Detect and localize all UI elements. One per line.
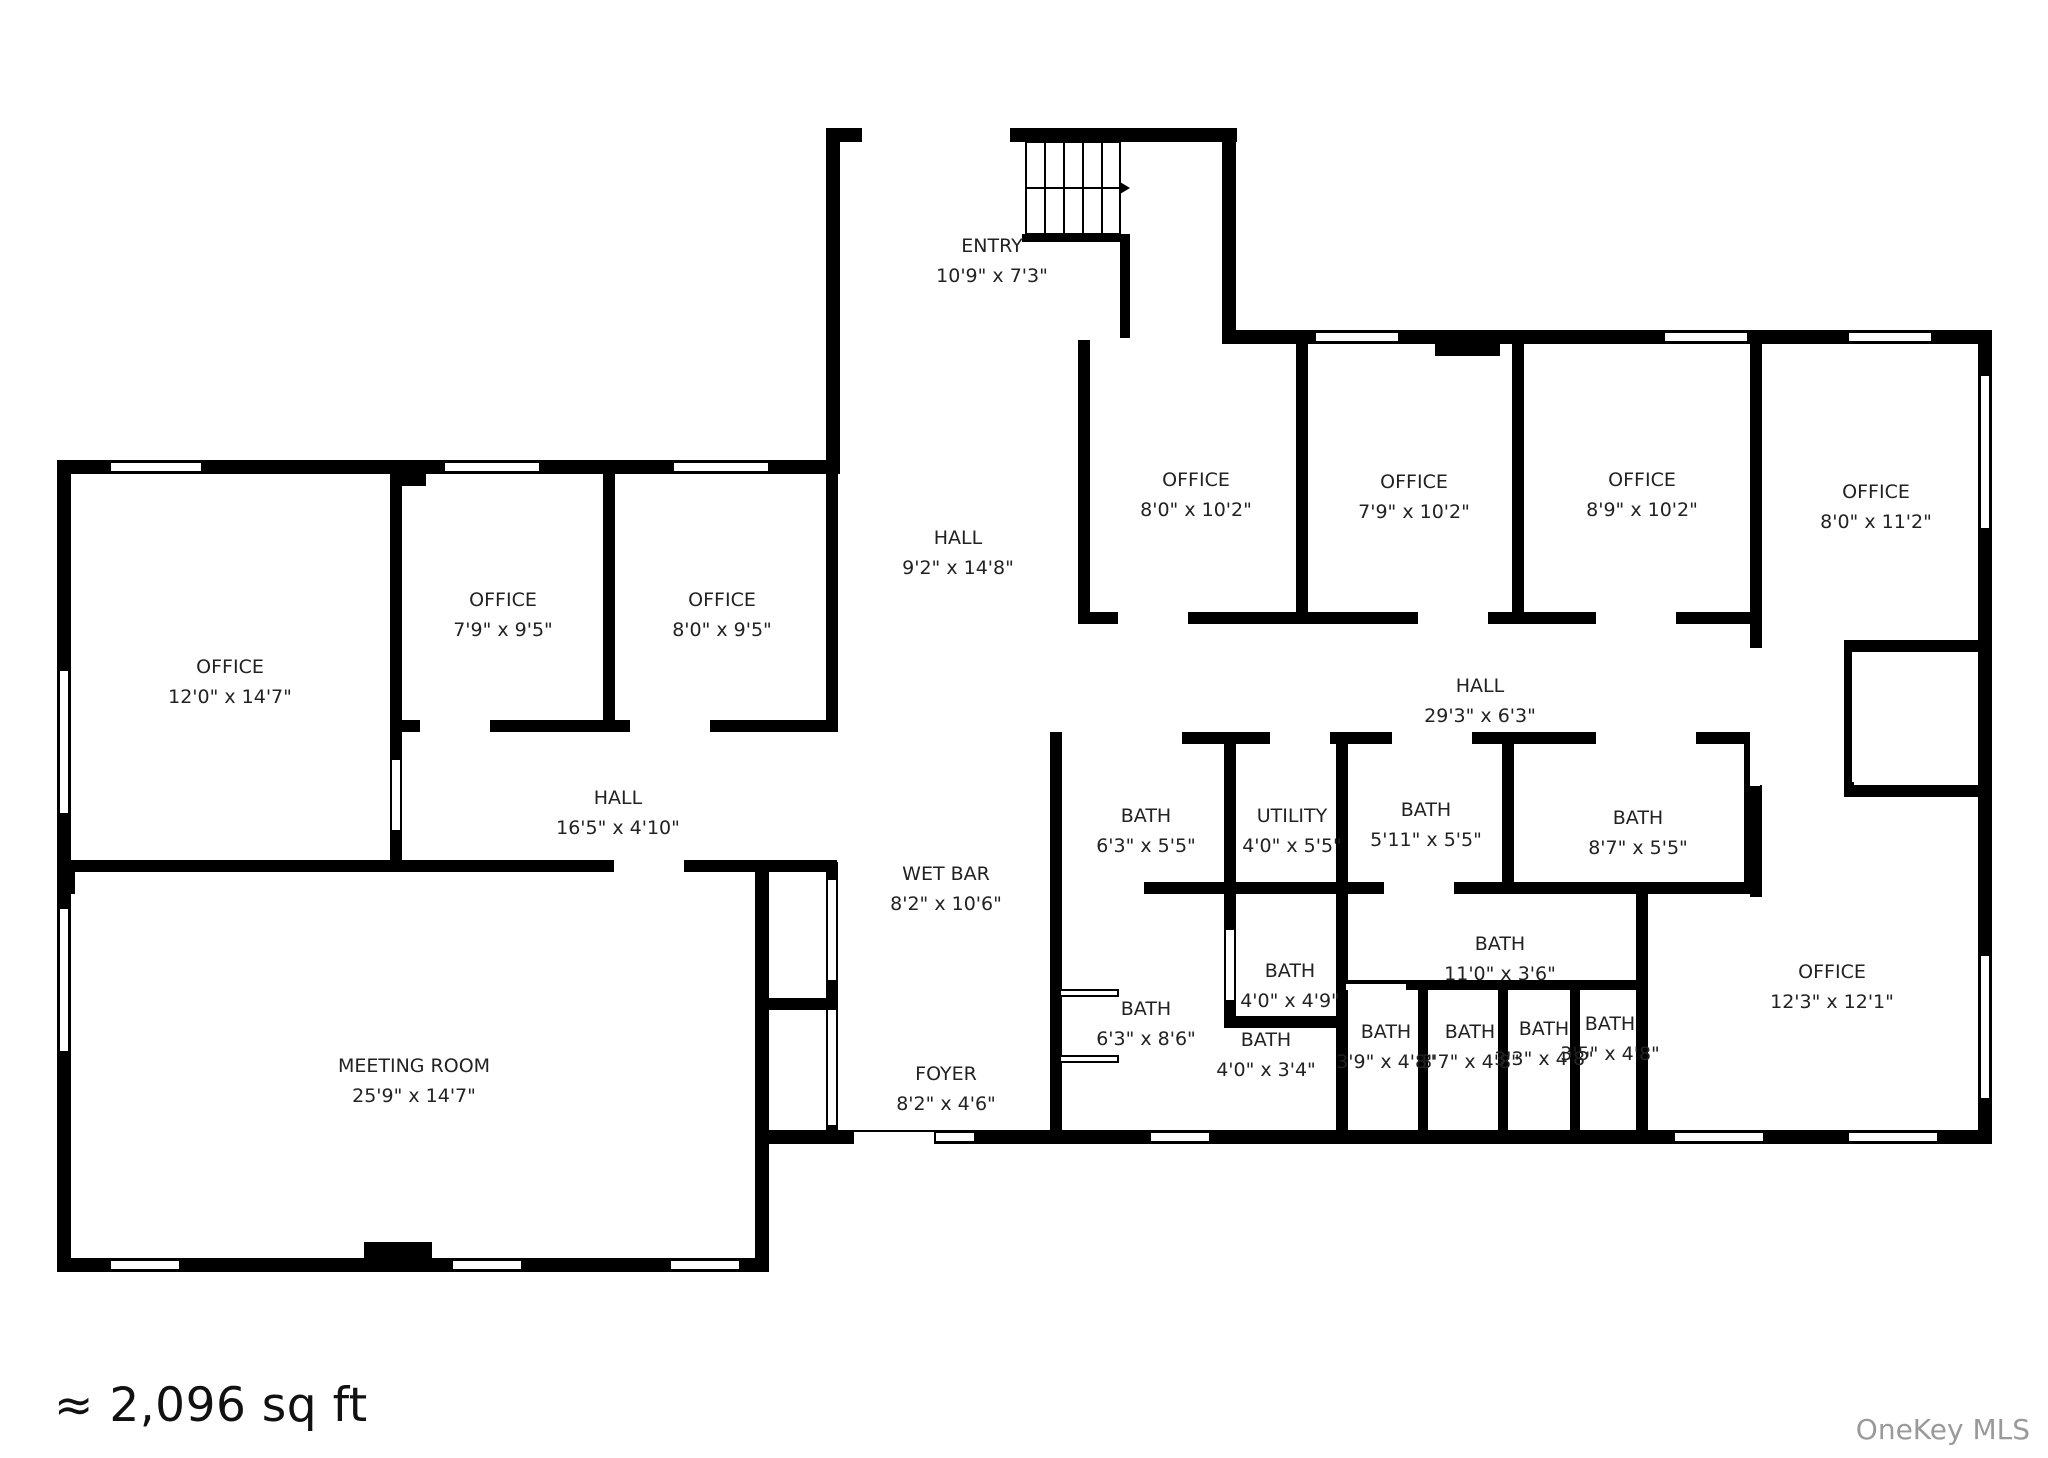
- room-name-bath-8: BATH: [1361, 1021, 1411, 1043]
- watermark: OneKey MLS: [1855, 1413, 2030, 1446]
- room-dims-bath-6: 4'0" x 3'4": [1216, 1059, 1316, 1081]
- room-dims-office-e: 12'0" x 14'7": [168, 686, 292, 708]
- room-dims-bath-3: 8'7" x 5'5": [1588, 837, 1688, 859]
- room-dims-office-c: 8'9" x 10'2": [1586, 499, 1698, 521]
- windows: [58, 331, 1991, 1271]
- room-name-bath-6: BATH: [1241, 1029, 1291, 1051]
- room-dims-wet-bar: 8'2" x 10'6": [890, 893, 1002, 915]
- room-name-bath-2: BATH: [1401, 799, 1451, 821]
- room-dims-utility: 4'0" x 5'5": [1242, 835, 1342, 857]
- room-dims-entry: 10'9" x 7'3": [936, 265, 1048, 287]
- room-name-bath-3: BATH: [1613, 807, 1663, 829]
- room-dims-office-f: 7'9" x 9'5": [453, 619, 553, 641]
- room-dims-bath-7: 11'0" x 3'6": [1444, 963, 1556, 985]
- room-name-bath-10: BATH: [1519, 1018, 1569, 1040]
- room-dims-office-h: 12'3" x 12'1": [1770, 991, 1894, 1013]
- room-name-bath-1: BATH: [1121, 805, 1171, 827]
- room-name-hall-west: HALL: [594, 787, 643, 809]
- room-name-office-b: OFFICE: [1380, 471, 1448, 493]
- room-name-hall-main: HALL: [934, 527, 983, 549]
- room-dims-foyer: 8'2" x 4'6": [896, 1093, 996, 1115]
- room-name-office-h: OFFICE: [1798, 961, 1866, 983]
- room-name-wet-bar: WET BAR: [902, 863, 990, 885]
- room-name-office-d: OFFICE: [1842, 481, 1910, 503]
- room-dims-bath-5: 4'0" x 4'9": [1240, 990, 1340, 1012]
- room-dims-bath-10: 3'3" x 4'8": [1494, 1048, 1594, 1070]
- room-dims-hall-east: 29'3" x 6'3": [1424, 705, 1536, 727]
- walls: [57, 128, 1992, 1272]
- room-name-bath-11: BATH: [1585, 1013, 1635, 1035]
- room-dims-bath-8: 3'9" x 4'8": [1336, 1051, 1436, 1073]
- total-area: ≈ 2,096 sq ft: [54, 1378, 368, 1433]
- room-dims-office-a: 8'0" x 10'2": [1140, 499, 1252, 521]
- room-name-bath-7: BATH: [1475, 933, 1525, 955]
- room-dims-bath-2: 5'11" x 5'5": [1370, 829, 1482, 851]
- room-name-office-c: OFFICE: [1608, 469, 1676, 491]
- room-dims-office-b: 7'9" x 10'2": [1358, 501, 1470, 523]
- room-name-hall-east: HALL: [1456, 675, 1505, 697]
- doorways: [392, 332, 1856, 1144]
- room-dims-hall-west: 16'5" x 4'10": [556, 817, 680, 839]
- room-name-meeting-room: MEETING ROOM: [338, 1055, 490, 1077]
- room-dims-office-d: 8'0" x 11'2": [1820, 511, 1932, 533]
- room-dims-meeting-room: 25'9" x 14'7": [352, 1085, 476, 1107]
- staircase: [1025, 141, 1130, 235]
- room-name-office-a: OFFICE: [1162, 469, 1230, 491]
- room-dims-bath-1: 6'3" x 5'5": [1096, 835, 1196, 857]
- room-name-utility: UTILITY: [1257, 805, 1328, 827]
- room-name-entry: ENTRY: [961, 235, 1023, 257]
- room-dims-office-g: 8'0" x 9'5": [672, 619, 772, 641]
- room-dims-bath-11: 3'5" x 4'8": [1560, 1043, 1660, 1065]
- room-name-bath-4: BATH: [1121, 998, 1171, 1020]
- room-name-office-e: OFFICE: [196, 656, 264, 678]
- room-name-bath-5: BATH: [1265, 960, 1315, 982]
- room-name-office-g: OFFICE: [688, 589, 756, 611]
- room-dims-bath-4: 6'3" x 8'6": [1096, 1028, 1196, 1050]
- room-dims-bath-9: 3'7" x 4'8": [1420, 1051, 1520, 1073]
- room-labels: ENTRY 10'9" x 7'3" HALL 9'2" x 14'8" OFFICE 8…: [168, 235, 1932, 1115]
- room-name-office-f: OFFICE: [469, 589, 537, 611]
- room-dims-hall-main: 9'2" x 14'8": [902, 557, 1014, 579]
- room-name-foyer: FOYER: [915, 1063, 977, 1085]
- room-name-bath-9: BATH: [1445, 1021, 1495, 1043]
